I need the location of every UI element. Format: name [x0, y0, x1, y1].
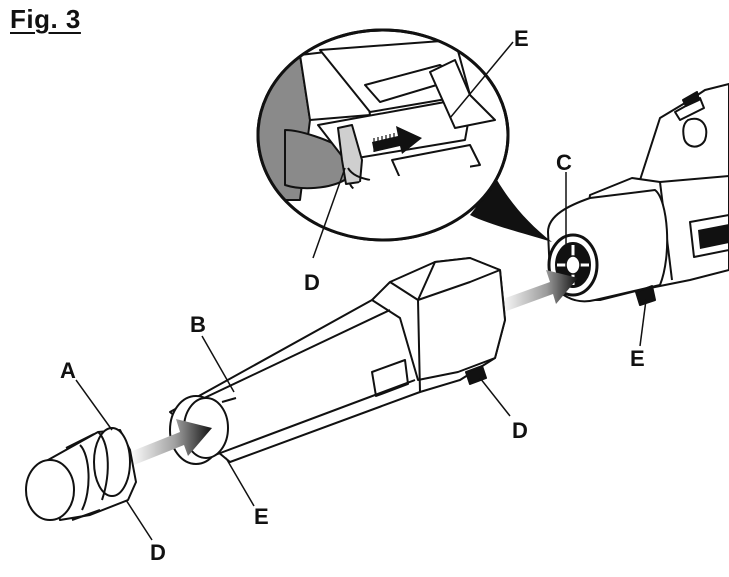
callout-e-blower: E	[630, 346, 645, 371]
insert-arrow-lower	[130, 419, 212, 465]
leader-lines	[75, 172, 647, 541]
callout-e-tube: E	[254, 504, 269, 529]
callout-inset-e: E	[514, 26, 529, 51]
callout-c: C	[556, 150, 572, 175]
callout-d-tube: D	[512, 418, 528, 443]
detail-inset	[256, 28, 552, 259]
insert-arrow-upper	[500, 270, 578, 312]
blower-tube	[169, 257, 506, 465]
callout-a: A	[60, 358, 76, 383]
callout-b: B	[190, 312, 206, 337]
callout-d-nozzle: D	[150, 540, 166, 565]
nozzle-attachment	[25, 427, 137, 521]
callout-inset-d: D	[304, 270, 320, 295]
figure-title: Fig. 3	[10, 4, 81, 34]
blower-body	[547, 83, 729, 306]
